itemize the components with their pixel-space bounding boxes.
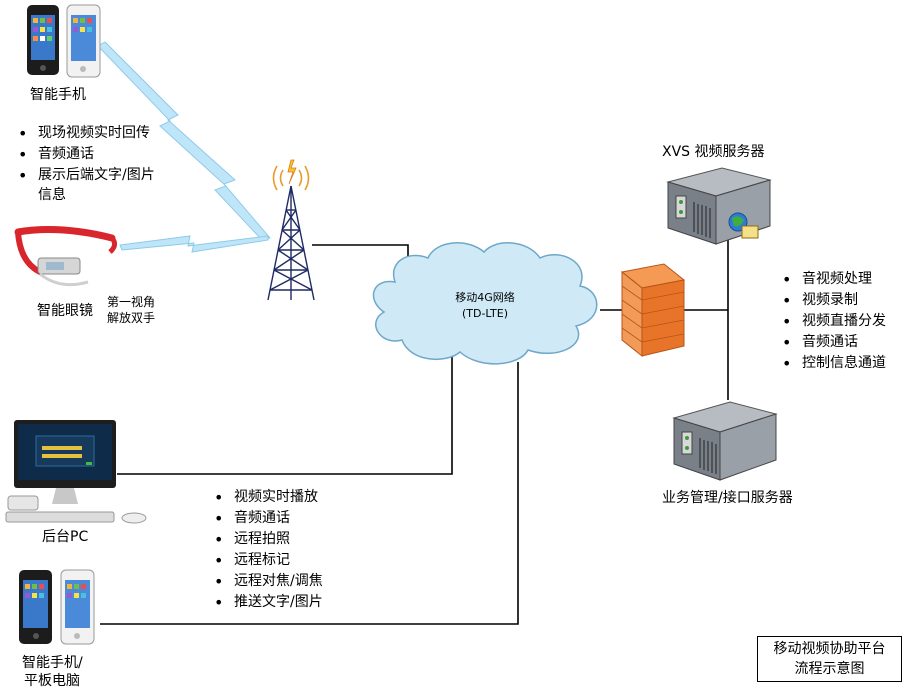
cloud-label-line2: (TD-LTE) <box>461 307 509 320</box>
diagram-caption-box: 移动视频协助平台 流程示意图 <box>757 636 902 682</box>
caption-line2: 流程示意图 <box>794 661 865 677</box>
network-cloud-icon <box>372 242 598 365</box>
smart-glasses-label: 智能眼镜 <box>37 303 93 319</box>
glasses-note-line2: 解放双手 <box>107 311 156 325</box>
pc-feature-item: 远程标记 <box>210 550 323 571</box>
cloud-label-line1: 移动4G网络 <box>455 291 515 304</box>
smartphone-top-icon <box>27 4 101 78</box>
pc-feature-item: 远程拍照 <box>210 529 323 550</box>
pc-feature-list: 视频实时播放 音频通话 远程拍照 远程标记 远程对焦/调焦 推送文字/图片 <box>210 487 323 613</box>
mobile-to-cloud-line <box>100 362 519 625</box>
phone-feature-list: 现场视频实时回传 音频通话 展示后端文字/图片 <box>14 123 155 186</box>
server-feature-item: 视频直播分发 <box>778 311 886 332</box>
phone-feature-item: 展示后端文字/图片 <box>14 165 155 186</box>
network-cloud-label: 移动4G网络 (TD-LTE) <box>425 290 545 322</box>
cell-tower-icon <box>267 185 315 301</box>
mobile-bottom-label-line2: 平板电脑 <box>24 673 80 689</box>
server-feature-item: 视频录制 <box>778 290 886 311</box>
server-feature-list: 音视频处理 视频录制 视频直播分发 音频通话 控制信息通道 <box>778 269 886 374</box>
pc-feature-item: 推送文字/图片 <box>210 592 323 613</box>
phone-feature-continuation: 信息 <box>38 187 66 203</box>
server-feature-item: 音视频处理 <box>778 269 886 290</box>
wireless-signal-bottom <box>119 235 269 253</box>
mobile-bottom-label-line1: 智能手机/ <box>22 655 83 671</box>
tower-signal-icon <box>272 159 310 191</box>
business-server-icon <box>672 401 778 481</box>
xvs-server-icon <box>666 167 772 245</box>
tower-to-cloud-line <box>312 244 409 262</box>
caption-line1: 移动视频协助平台 <box>773 641 886 657</box>
xvs-server-label: XVS 视频服务器 <box>662 144 765 160</box>
smartphone-top-label: 智能手机 <box>30 87 86 103</box>
pc-feature-item: 音频通话 <box>210 508 323 529</box>
pc-label: 后台PC <box>42 529 89 545</box>
firewall-icon <box>620 263 686 358</box>
server-feature-item: 控制信息通道 <box>778 353 886 374</box>
smart-glasses-icon <box>14 226 118 287</box>
pc-feature-item: 远程对焦/调焦 <box>210 571 323 592</box>
phone-feature-item: 音频通话 <box>14 144 155 165</box>
glasses-note-line1: 第一视角 <box>107 295 156 309</box>
pc-feature-item: 视频实时播放 <box>210 487 323 508</box>
smartphone-tablet-icon <box>19 569 95 645</box>
phone-feature-item: 现场视频实时回传 <box>14 123 155 144</box>
business-server-label: 业务管理/接口服务器 <box>662 490 793 506</box>
server-feature-item: 音频通话 <box>778 332 886 353</box>
pc-to-cloud-line <box>117 356 453 475</box>
connection-lines <box>100 240 729 625</box>
desktop-pc-icon <box>5 420 147 524</box>
